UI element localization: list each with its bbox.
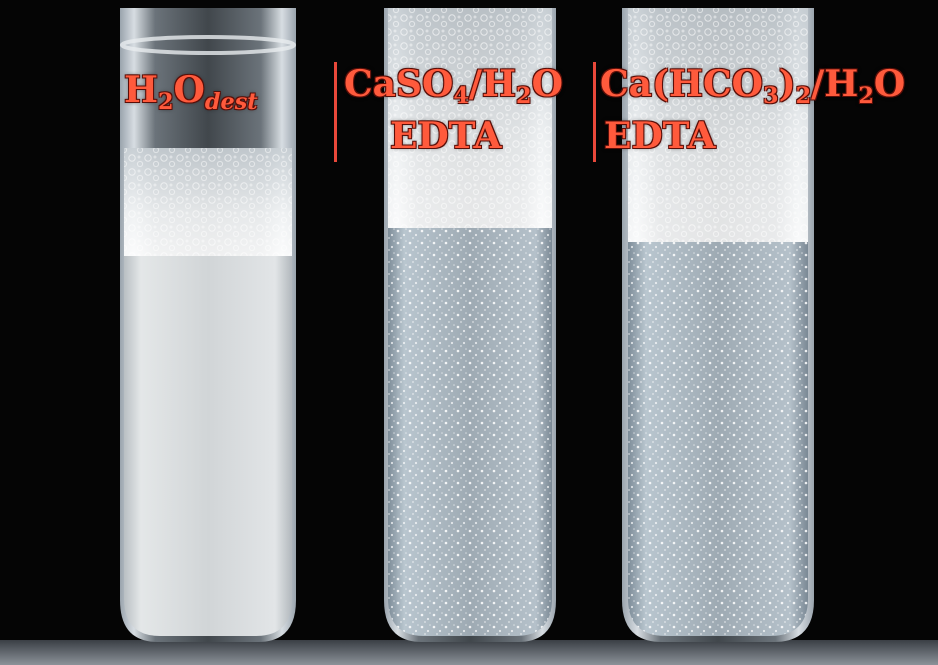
- tube-1-liquid: [124, 256, 292, 636]
- separator-right: [593, 62, 596, 162]
- tube-caso4: [384, 8, 556, 642]
- tube-1-foam-bubbles: [124, 148, 292, 258]
- tube-ca-hco3: [622, 8, 814, 642]
- table-surface: [0, 640, 938, 665]
- tube-1-rim: [120, 35, 296, 55]
- tube-3-precipitate: [628, 242, 808, 636]
- tube-distilled-water: [120, 8, 296, 642]
- tube-2-foam-bubbles: [388, 8, 552, 230]
- tube-2-precipitate: [388, 228, 552, 636]
- tube-3-foam-bubbles: [628, 8, 808, 244]
- separator-left: [334, 62, 337, 162]
